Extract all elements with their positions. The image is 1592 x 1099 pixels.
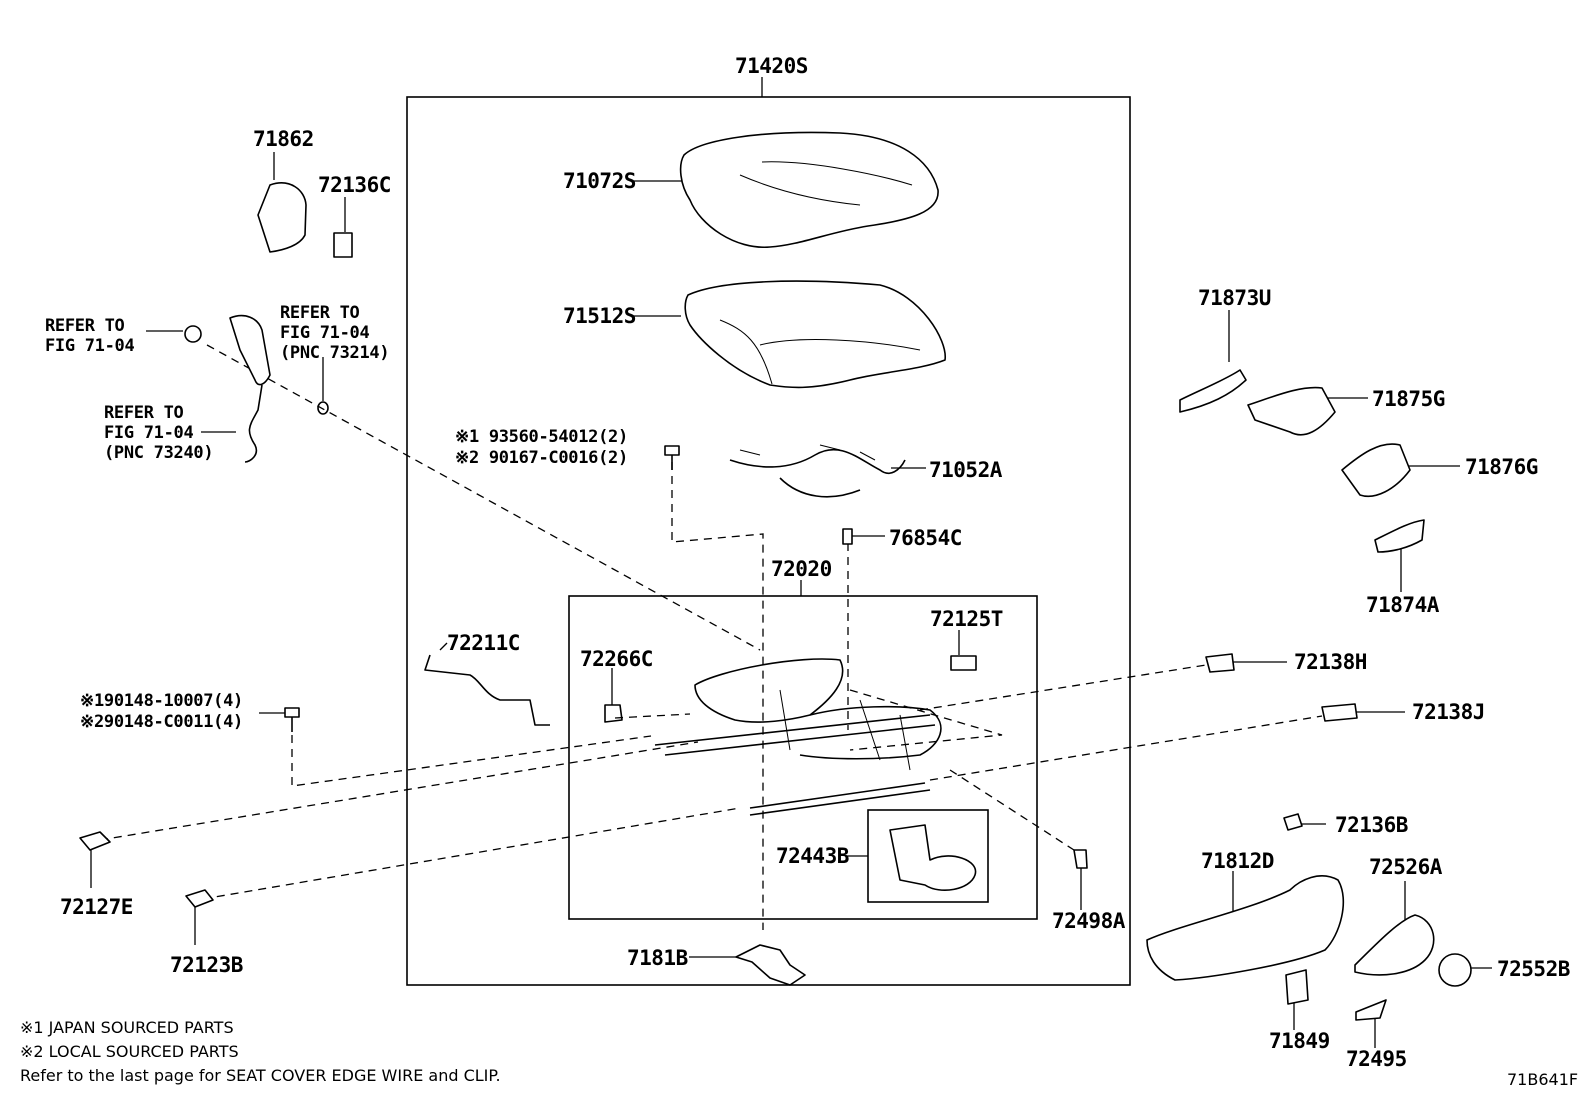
refer-lower-line1: REFER TO — [104, 403, 184, 423]
clip-72136C-icon — [333, 232, 353, 258]
clip-72498A-icon — [1073, 849, 1088, 869]
footer-note-refer: Refer to the last page for SEAT COVER ED… — [20, 1066, 501, 1085]
cover-72138H-icon — [1205, 653, 1235, 673]
label-72123B: 72123B — [170, 953, 243, 977]
bolt-left-icon — [284, 707, 300, 732]
refer-right-line1: REFER TO — [280, 303, 360, 323]
label-72138H: 72138H — [1294, 650, 1367, 674]
label-71512S: 71512S — [563, 304, 636, 328]
bolt-left-spec-2: ※290148-C0011(4) — [80, 712, 243, 732]
bolt-top-spec-2: ※2 90167-C0016(2) — [455, 448, 628, 468]
refer-left-line2: FIG 71-04 — [45, 336, 134, 356]
label-71876G: 71876G — [1465, 455, 1538, 479]
refer-lower-line2: FIG 71-04 — [104, 423, 193, 443]
label-71052A: 71052A — [929, 458, 1003, 482]
clip-72123B-icon — [185, 889, 214, 908]
label-71874A: 71874A — [1366, 593, 1440, 617]
cover-71874A — [1374, 519, 1425, 553]
side-shield-71812D — [1146, 875, 1345, 981]
wire-harness-71052A — [729, 444, 906, 498]
label-71875G: 71875G — [1372, 387, 1445, 411]
assembly-71420S-frame — [406, 96, 1131, 986]
label-71420S: 71420S — [735, 54, 808, 78]
rod-72211C — [424, 654, 550, 726]
label-71873U: 71873U — [1198, 286, 1271, 310]
label-76854C: 76854C — [889, 526, 962, 550]
label-72526A: 72526A — [1369, 855, 1443, 879]
seat-track-frame-72020 — [654, 658, 942, 816]
label-71849: 71849 — [1269, 1029, 1330, 1053]
label-72136B: 72136B — [1335, 813, 1408, 837]
clip-72127E-icon — [79, 831, 111, 851]
label-71072S: 71072S — [563, 169, 636, 193]
label-71812D: 71812D — [1201, 849, 1274, 873]
part-72443B-inset — [867, 809, 989, 903]
seat-cushion-cover-71072S — [679, 131, 939, 248]
cover-72495 — [1355, 999, 1387, 1021]
part-72125T-icon — [950, 655, 977, 671]
label-72125T: 72125T — [930, 607, 1003, 631]
label-72266C: 72266C — [580, 647, 653, 671]
cover-71873U — [1179, 369, 1247, 413]
cover-71875G — [1247, 386, 1336, 436]
part-72266C-icon — [604, 704, 623, 723]
label-7181B: 7181B — [627, 946, 688, 970]
refer-right-line2: FIG 71-04 — [280, 323, 369, 343]
label-72020: 72020 — [771, 557, 832, 581]
figure-code: 71B641F — [1507, 1070, 1578, 1089]
cover-71876G — [1341, 443, 1411, 497]
refer-left-line1: REFER TO — [45, 316, 125, 336]
label-72211C: 72211C — [447, 631, 520, 655]
refer-right-line3: (PNC 73214) — [280, 343, 389, 363]
cover-71849 — [1285, 969, 1309, 1005]
label-71862: 71862 — [253, 127, 314, 151]
bracket-7181B — [735, 944, 806, 986]
cover-71862 — [257, 182, 307, 253]
cover-72138J-icon — [1321, 703, 1358, 722]
clip-76854C-icon — [842, 528, 853, 545]
refer-lower-line3: (PNC 73240) — [104, 443, 213, 463]
assembly-72020-frame — [568, 595, 1038, 920]
bolt-top-spec-1: ※1 93560-54012(2) — [455, 427, 628, 447]
label-72136C: 72136C — [318, 173, 391, 197]
footer-note-japan: ※1 JAPAN SOURCED PARTS — [20, 1018, 234, 1037]
label-72495: 72495 — [1346, 1047, 1407, 1071]
bolt-left-spec-1: ※190148-10007(4) — [80, 691, 243, 711]
knob-72526A — [1354, 914, 1435, 976]
label-72498A: 72498A — [1052, 909, 1126, 933]
label-72138J: 72138J — [1412, 700, 1485, 724]
bolt-top-icon — [664, 445, 680, 470]
footer-note-local: ※2 LOCAL SOURCED PARTS — [20, 1042, 239, 1061]
clip-72136B-icon — [1283, 813, 1303, 831]
seat-cushion-pad-71512S — [684, 280, 946, 389]
label-72443B: 72443B — [776, 844, 849, 868]
seat-belt-buckle — [184, 314, 329, 463]
cap-72552B-icon — [1438, 953, 1472, 987]
bracket-72443B — [889, 824, 977, 891]
label-72552B: 72552B — [1497, 957, 1570, 981]
label-72127E: 72127E — [60, 895, 133, 919]
